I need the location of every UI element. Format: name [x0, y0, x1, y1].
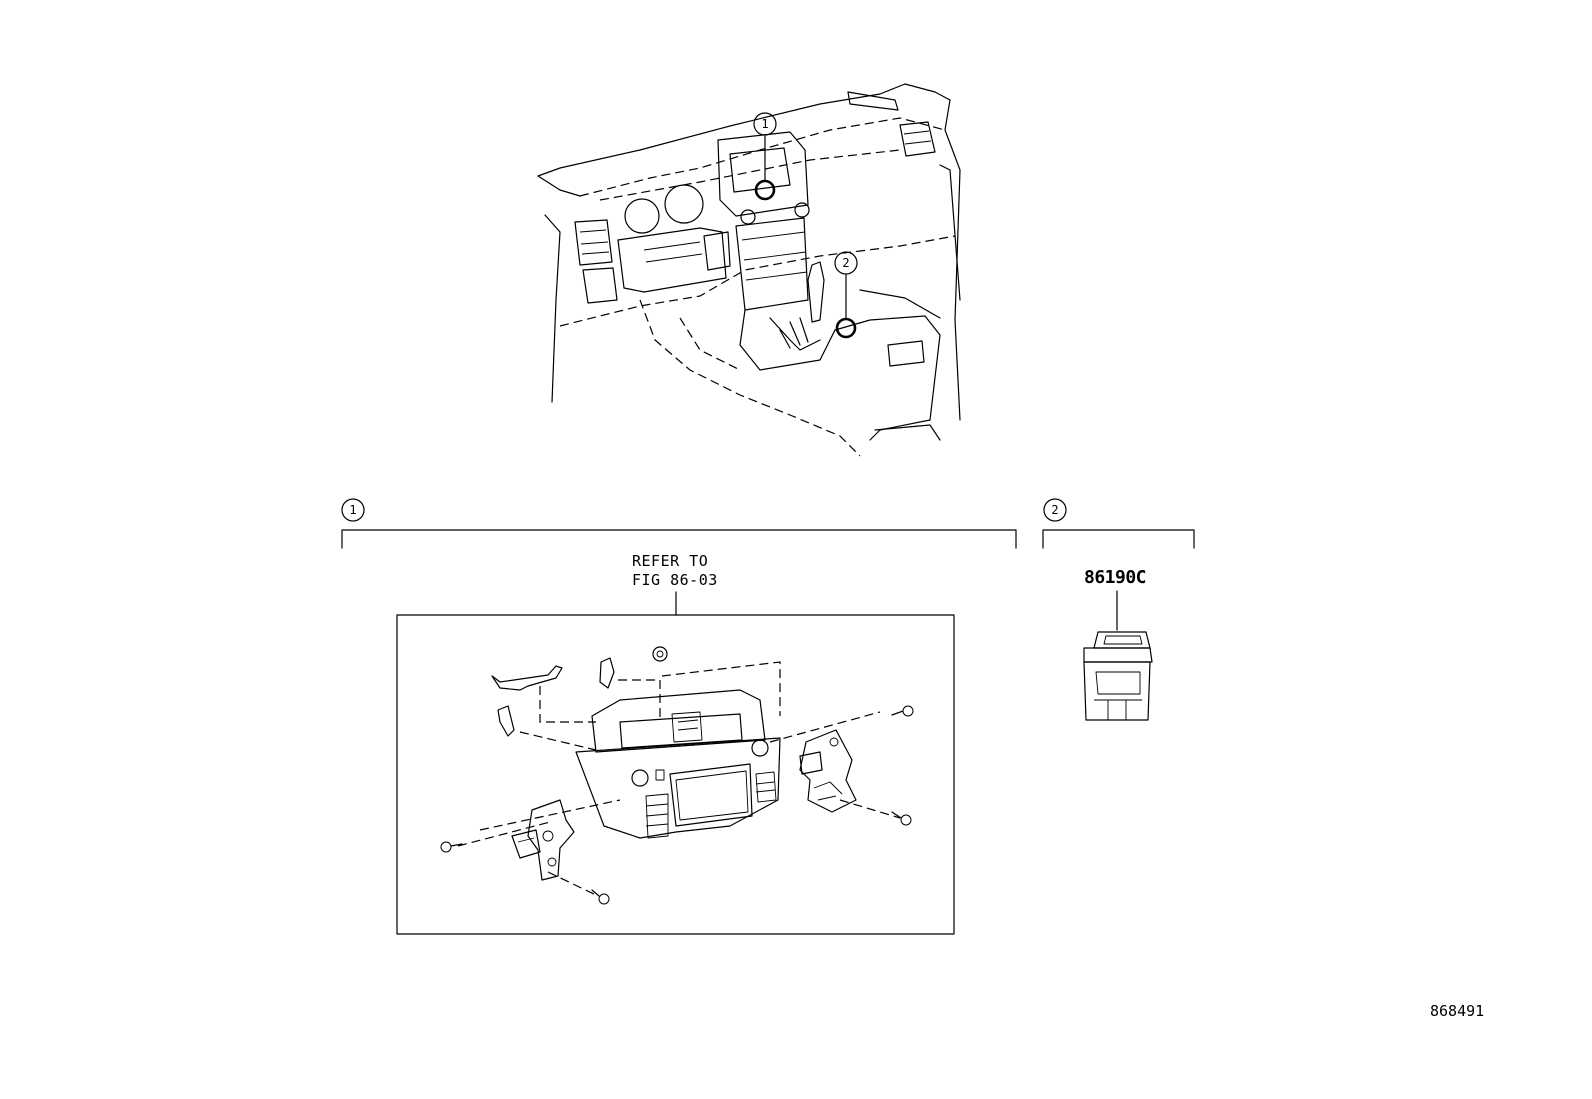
refer-to-label: REFER TO: [632, 552, 708, 570]
screw-bottom: [591, 889, 610, 905]
figure-id-label: 868491: [1430, 1002, 1484, 1020]
screw-left: [440, 841, 463, 853]
center-trim-panel: [575, 689, 781, 839]
section-1-callout-number: 1: [349, 503, 356, 517]
left-mounting-bracket: [511, 799, 575, 881]
clip-part: [599, 657, 615, 689]
switch-part-illustration: [1083, 631, 1153, 721]
center-cluster-assembly-box: [396, 614, 955, 935]
overview-callout-1: 1: [753, 112, 777, 136]
part-number-label: 86190C: [1084, 567, 1146, 588]
screw-top-right: [891, 705, 914, 717]
right-mounting-bracket: [799, 729, 857, 813]
section-2-bracket: 2: [1042, 498, 1195, 549]
bracket-part: [491, 665, 563, 691]
overview-callout-1-number: 1: [761, 117, 768, 131]
refer-figure-label: FIG 86-03: [632, 571, 718, 589]
dashboard-overview-illustration: [537, 83, 961, 457]
section-2-callout-number: 2: [1051, 503, 1058, 517]
nut-part: [652, 646, 668, 662]
overview-callout-2-number: 2: [842, 256, 849, 270]
overview-callout-2: 2: [834, 251, 858, 275]
clip-part: [497, 705, 515, 737]
screw-right-lower: [891, 811, 912, 826]
section-1-bracket: 1: [341, 498, 1017, 549]
